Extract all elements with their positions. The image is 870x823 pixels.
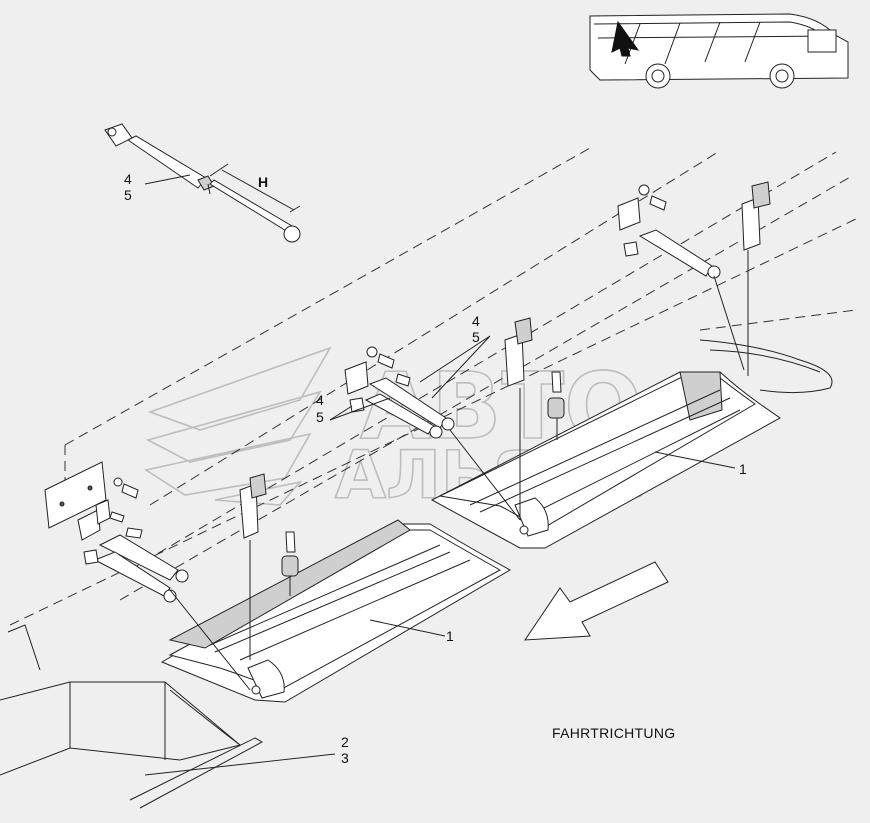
label-tray-rear: 1 [739, 461, 747, 477]
left-bracket-group [44, 461, 267, 691]
label-left-b: 5 [316, 409, 324, 425]
gas-strut-detail [104, 123, 301, 243]
floor-section [0, 624, 264, 809]
rear-bracket-group [617, 181, 771, 376]
caption-direction: FAHRTRICHTUNG [552, 725, 675, 741]
direction-arrow-icon [524, 561, 669, 641]
label-left-a: 4 [316, 392, 324, 408]
label-mid-a: 4 [472, 313, 480, 329]
rear-tray-assembly [430, 339, 833, 549]
bus-side-view-icon [589, 13, 849, 89]
label-floor-a: 2 [341, 734, 349, 750]
watermark-emblem [143, 346, 332, 506]
label-dimension-h: H [258, 174, 268, 190]
middle-bracket-group [344, 317, 533, 521]
label-mid-b: 5 [472, 329, 480, 345]
label-strut-top-b: 5 [124, 187, 132, 203]
label-floor-b: 3 [341, 750, 349, 766]
label-tray-front: 1 [446, 628, 454, 644]
leader-lines [144, 183, 736, 776]
front-tray-assembly [160, 519, 512, 703]
label-strut-top-a: 4 [124, 171, 132, 187]
